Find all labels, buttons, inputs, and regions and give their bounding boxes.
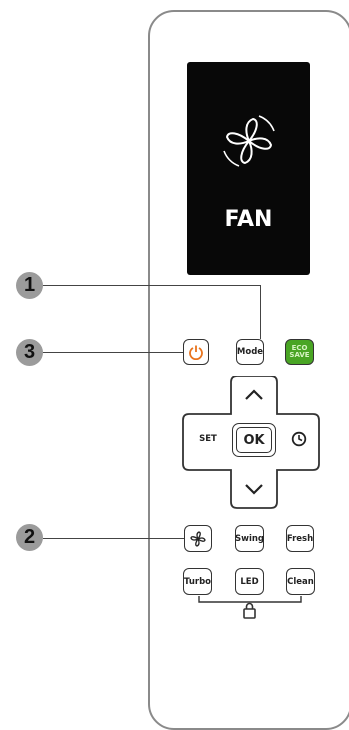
callout-3-leader xyxy=(43,352,183,354)
callout-1-leader xyxy=(43,285,261,287)
up-button[interactable] xyxy=(231,376,277,414)
ok-button[interactable]: OK xyxy=(232,423,276,457)
callout-1-leader-drop xyxy=(260,285,262,339)
set-button[interactable]: SET xyxy=(199,434,217,444)
fan-speed-button[interactable] xyxy=(184,525,212,552)
chevron-up-icon xyxy=(245,389,263,400)
lock-icon xyxy=(243,602,256,619)
mode-button[interactable]: Mode xyxy=(236,339,264,365)
clean-button[interactable]: Clean xyxy=(286,568,315,595)
lock-bracket xyxy=(198,596,302,619)
ok-label: OK xyxy=(236,427,272,453)
eco-label: ECO xyxy=(291,344,308,352)
power-icon xyxy=(189,345,203,360)
clock-icon xyxy=(291,431,307,447)
fresh-button[interactable]: Fresh xyxy=(286,525,314,552)
callout-2: 2 xyxy=(16,524,43,551)
swing-button[interactable]: Swing xyxy=(235,525,264,552)
chevron-down-icon xyxy=(245,484,263,495)
fan-icon xyxy=(223,115,275,167)
eco-save-button[interactable]: ECO SAVE xyxy=(285,339,314,365)
turbo-button[interactable]: Turbo xyxy=(183,568,212,595)
fan-icon xyxy=(190,530,206,547)
callout-1: 1 xyxy=(16,272,43,299)
power-button[interactable] xyxy=(183,339,209,365)
save-label: SAVE xyxy=(289,351,310,359)
led-button[interactable]: LED xyxy=(235,568,264,595)
callout-3: 3 xyxy=(16,339,43,366)
down-button[interactable] xyxy=(231,472,277,508)
callout-2-leader xyxy=(43,538,184,540)
display-screen xyxy=(187,62,310,275)
mode-display-text: FAN xyxy=(224,207,273,232)
timer-button[interactable] xyxy=(283,424,315,454)
